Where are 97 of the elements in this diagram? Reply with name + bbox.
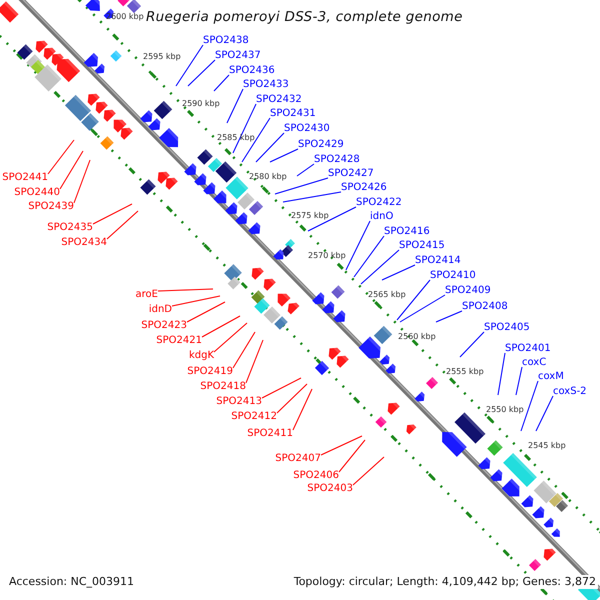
leader-line [246,340,264,384]
gene-label: aroE [136,289,158,301]
scale-tick-label: 2600 kbp [106,12,144,22]
gene-label: SPO2427 [328,168,374,180]
leader-line [338,440,366,472]
gene-label: SPO2428 [314,154,360,166]
leader-line [214,322,248,352]
leader-line [270,148,298,162]
gene-label: SPO2419 [187,366,233,378]
leader-line [516,366,522,396]
gene-label: idnO [370,211,394,223]
gene-label: SPO2407 [275,453,321,465]
leader-line [232,332,256,368]
leader-line [436,310,462,322]
gene-label: SPO2441 [2,172,48,184]
gene-label: SPO2440 [14,187,60,199]
gene-label: SPO2435 [47,222,93,234]
leader-line [74,160,90,204]
leader-line [382,264,416,280]
gene-label: SPO2416 [384,226,430,238]
leader-line [296,164,314,176]
gene-label: SPO2410 [430,270,476,282]
gene-label: kdgK [188,350,214,362]
gene-label: coxS-2 [553,386,587,398]
leader-line [232,104,256,154]
gene-label: SPO2418 [200,381,246,393]
leader-line [292,388,312,430]
leader-line [346,220,370,270]
scale-tick-label: 2560 kbp [398,332,436,342]
leader-line [396,280,430,320]
gene-label: SPO2415 [399,240,445,252]
leader-line [498,352,506,396]
leader-line [202,316,240,338]
scale-tick-label: 2585 kbp [217,133,255,143]
gene-label: SPO2437 [215,50,261,62]
gene-label: SPO2411 [247,428,293,440]
gene-label: SPO2403 [307,483,353,495]
gene-label: SPO2431 [270,108,316,120]
leader-line [214,74,230,92]
map-title: Ruegeria pomeroyi DSS-3, complete genome [146,9,463,25]
gene-label: SPO2406 [293,470,339,482]
gene-label: SPO2408 [462,301,508,313]
leader-line [158,288,214,292]
gene-label: coxM [538,371,564,383]
scale-tick-label: 2575 kbp [291,211,329,221]
scale-tick-label: 2545 kbp [528,441,566,451]
scale-tick-label: 2570 kbp [308,251,346,261]
gene-label: SPO2439 [28,201,74,213]
leader-line [92,204,132,224]
leader-line [274,178,328,194]
gene-label: SPO2436 [229,65,275,77]
scale-tick-label: 2555 kbp [446,367,484,377]
leader-line [320,436,362,456]
leader-line [276,384,308,414]
gene-label: SPO2433 [243,79,289,91]
gene-label: SPO2409 [445,285,491,297]
leader-line [360,250,400,284]
leader-line [48,140,74,174]
scale-tick-label: 2580 kbp [249,172,287,182]
scale-tick-label: 2595 kbp [143,52,181,62]
gene-label: SPO2412 [231,411,277,423]
gene-label: SPO2405 [484,322,530,334]
leader-line [188,60,216,86]
gene-label: SPO2414 [415,255,461,267]
gene-label: SPO2422 [356,197,402,209]
gene-label: SPO2429 [298,139,344,151]
leader-line [460,332,484,358]
leader-line [520,380,538,432]
gene-label: SPO2438 [203,35,249,47]
leader-line [226,88,244,124]
leader-line [186,302,226,322]
leader-line [242,118,270,162]
gene-label: SPO2423 [141,320,187,332]
leader-line [400,294,446,322]
gene-label: SPO2413 [216,396,262,408]
leader-line [354,236,384,278]
gene-label: SPO2432 [256,94,302,106]
scale-tick-label: 2590 kbp [182,99,220,109]
leader-line [262,378,302,398]
leader-line [60,150,84,190]
gene-label: SPO2426 [341,182,387,194]
gene-label: idnD [148,304,172,316]
leader-line [352,456,384,486]
leader-line [106,210,138,240]
gene-label: SPO2434 [61,237,107,249]
leader-line [176,44,204,86]
scale-tick-label: 2565 kbp [368,290,406,300]
leader-line [308,206,356,232]
leader-line [282,192,342,202]
leader-line [256,132,284,162]
gene-label: SPO2421 [156,335,202,347]
leader-line [172,296,220,306]
scale-tick-label: 2550 kbp [486,405,524,415]
gene-label: coxC [522,357,546,369]
gene-label: SPO2401 [505,343,551,355]
gene-label: SPO2430 [284,123,330,135]
leader-line [536,396,554,432]
